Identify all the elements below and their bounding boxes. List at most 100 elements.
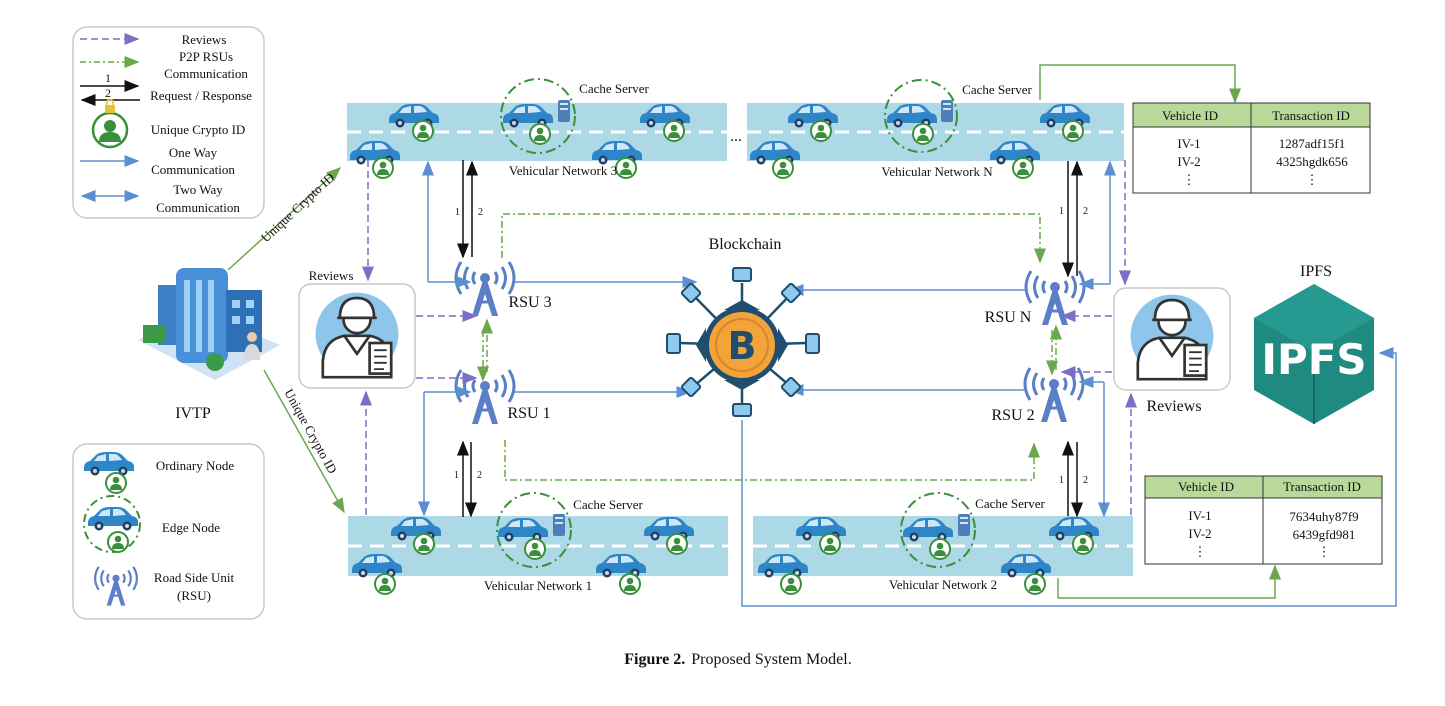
vehicular-network-1-label: Vehicular Network 1: [484, 578, 592, 593]
link-number-1: 1: [454, 470, 459, 481]
link-number-2: 2: [477, 470, 482, 481]
table-bottom-vehicle-id: ⋮: [1194, 544, 1207, 559]
crypto-id-icon: [912, 123, 934, 145]
crypto-id-icon: [524, 538, 546, 560]
crypto-id-icon: [929, 538, 951, 560]
rsu-1-label: RSU 1: [507, 405, 550, 422]
table-bottom-transaction-id: 6439gfd981: [1293, 527, 1356, 542]
table-bottom-header-transaction-id: Transaction ID: [1283, 479, 1361, 494]
legend-reviews: Reviews: [182, 32, 227, 47]
crypto-id-icon: [412, 120, 434, 142]
cache-server-icon: [941, 100, 953, 122]
table-top-header-transaction-id: Transaction ID: [1272, 108, 1350, 123]
blockchain-title: Blockchain: [709, 236, 782, 253]
legend-bottom: Ordinary Node Edge Node Road Side Unit (…: [72, 443, 265, 620]
ipfs-logo-text: IPFS: [1261, 335, 1366, 384]
legend-rsu-line1: Road Side Unit: [154, 570, 235, 585]
link-number-2: 2: [478, 207, 483, 218]
crypto-id-icon: [372, 157, 394, 179]
crypto-id-icon: [666, 533, 688, 555]
edge-node-ring: [900, 492, 976, 568]
table-bottom-transaction-id: ⋮: [1318, 544, 1331, 559]
crypto-id-icon: [529, 123, 551, 145]
vehicular-network-n-label: Vehicular Network N: [881, 164, 993, 179]
legend-unique-crypto-id: Unique Crypto ID: [151, 122, 246, 137]
cache-server-icon: [558, 100, 570, 122]
table-top-transaction-id: 4325hgdk656: [1276, 154, 1348, 169]
table-bottom-vehicle-id: IV-2: [1188, 526, 1211, 541]
crypto-id-icon: [1024, 573, 1046, 595]
legend-two-way-line1: Two Way: [173, 182, 223, 197]
ivtp-label: IVTP: [175, 405, 211, 422]
rsu-n-label: RSU N: [985, 309, 1032, 326]
ipfs-title: IPFS: [1300, 263, 1332, 280]
cache-server-label: Cache Server: [962, 82, 1032, 97]
legend-request-response: Request / Response: [150, 88, 252, 103]
vehicular-network-3-label: Vehicular Network 3: [509, 163, 617, 178]
legend-req-num1: 1: [105, 71, 111, 85]
legend-two-way-line2: Communication: [156, 200, 240, 215]
rsu-n-icon: [1024, 269, 1086, 327]
cache-server-label: Cache Server: [975, 496, 1045, 511]
table-top-vehicle-id: IV-1: [1177, 136, 1200, 151]
figure-caption-label: Figure 2.: [624, 651, 685, 668]
rsu-3-label: RSU 3: [508, 294, 551, 311]
transaction-table-top: [1132, 102, 1371, 194]
legend-p2p-line2: Communication: [164, 66, 248, 81]
crypto-id-icon: [810, 120, 832, 142]
figure-caption-text: Proposed System Model.: [691, 651, 851, 668]
ivtp-link-lower-label: Unique Crypto ID: [281, 386, 340, 476]
crypto-id-icon: [1062, 120, 1084, 142]
cache-server-icon: [958, 514, 970, 536]
cache-server-label: Cache Server: [579, 81, 649, 96]
ivtp-link-upper-label: Unique Crypto ID: [258, 170, 337, 245]
crypto-id-icon: [663, 120, 685, 142]
legend-edge-node: Edge Node: [162, 520, 220, 535]
crypto-id-icon: [772, 157, 794, 179]
link-number-2: 2: [1083, 206, 1088, 217]
edge-node-person-icon: [107, 531, 129, 553]
edge-node-ring: [500, 78, 576, 154]
table-top-transaction-id: 1287adf15f1: [1279, 136, 1345, 151]
table-top-vehicle-id: ⋮: [1183, 172, 1196, 187]
link-number-2: 2: [1083, 475, 1088, 486]
rsu-2-label: RSU 2: [991, 407, 1034, 424]
table-bottom-vehicle-id: IV-1: [1188, 508, 1211, 523]
legend-one-way-line2: Communication: [151, 162, 235, 177]
crypto-id-icon: [619, 573, 641, 595]
table-bottom-header-vehicle-id: Vehicle ID: [1178, 479, 1234, 494]
table-top-vehicle-id: IV-2: [1177, 154, 1200, 169]
crypto-id-icon: [1012, 157, 1034, 179]
bitcoin-symbol: B: [728, 324, 757, 368]
cache-server-icon: [553, 514, 565, 536]
link-number-1: 1: [1059, 206, 1064, 217]
legend-one-way-line1: One Way: [169, 145, 218, 160]
reviews-right-label: Reviews: [1146, 398, 1201, 415]
crypto-id-icon: [819, 533, 841, 555]
reviewer-left: [298, 283, 416, 389]
network-ellipsis: ...: [730, 128, 742, 145]
reviewer-icon: [1129, 293, 1215, 381]
ivtp-building-icon: [138, 268, 280, 380]
legend-top: Reviews P2P RSUs Communication 1 2 Reque…: [72, 26, 265, 219]
link-number-1: 1: [455, 207, 460, 218]
rsu-3-icon: [454, 260, 516, 318]
legend-req-num2: 2: [105, 86, 111, 100]
link-number-1: 1: [1059, 475, 1064, 486]
crypto-id-icon: [374, 573, 396, 595]
blockchain-icon: [666, 267, 820, 417]
reviewer-right: [1113, 287, 1231, 391]
crypto-id-icon: [1072, 533, 1094, 555]
table-top-header-vehicle-id: Vehicle ID: [1162, 108, 1218, 123]
legend-ordinary-node: Ordinary Node: [156, 458, 235, 473]
crypto-id-icon: [413, 533, 435, 555]
cache-server-label: Cache Server: [573, 497, 643, 512]
legend-rsu-line2: (RSU): [177, 588, 211, 603]
table-bottom-transaction-id: 7634uhy87f9: [1289, 509, 1358, 524]
crypto-id-icon: [780, 573, 802, 595]
table-top-transaction-id: ⋮: [1306, 172, 1319, 187]
ordinary-node-person-icon: [105, 472, 127, 494]
crypto-id-icon: [615, 157, 637, 179]
edge-node-ring: [496, 492, 572, 568]
